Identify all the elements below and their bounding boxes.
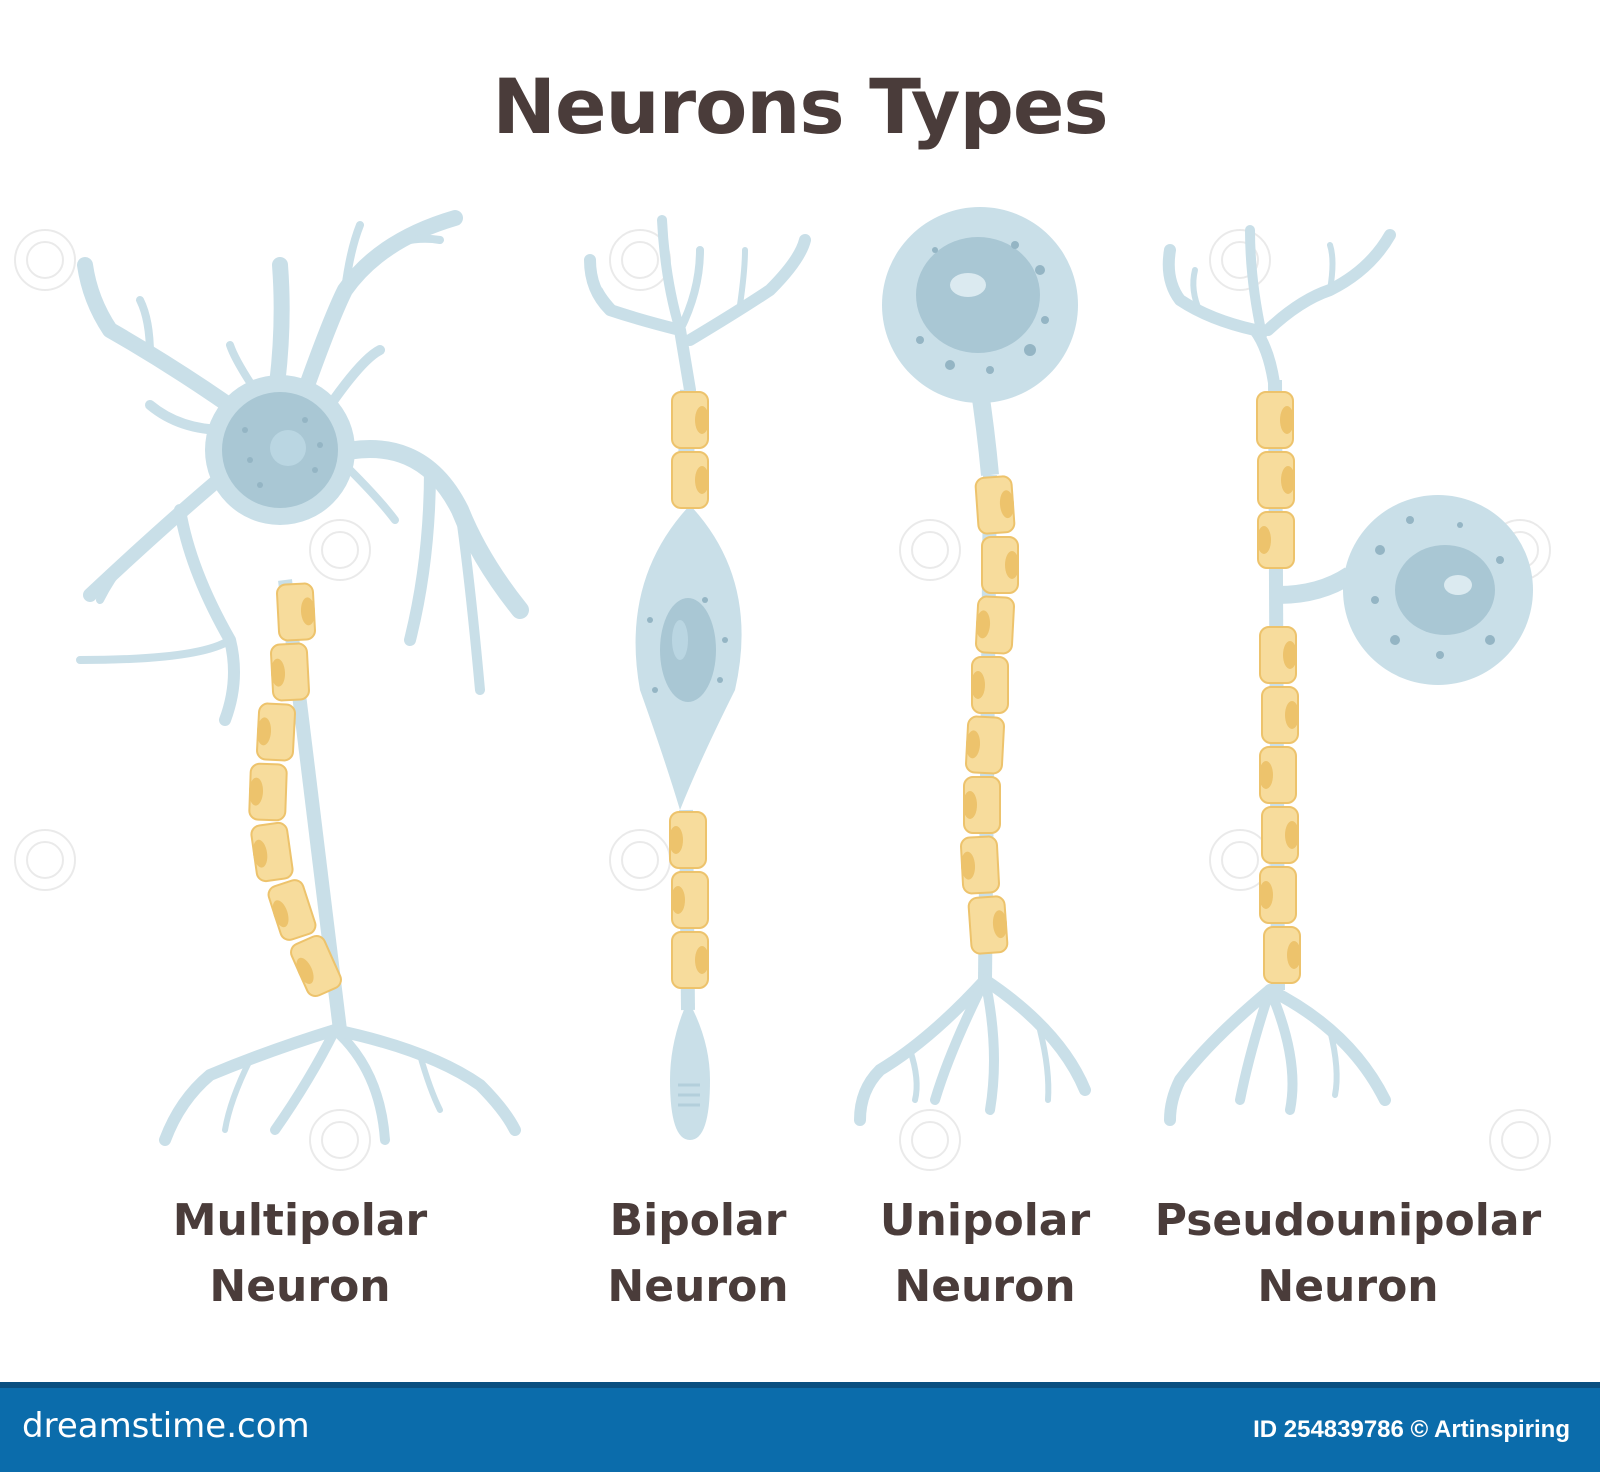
unipolar-neuron [854, 207, 1091, 1126]
bipolar-label: Bipolar Neuron [488, 1188, 908, 1320]
bipolar-label-line2: Neuron [607, 1261, 789, 1312]
pseudounipolar-neuron [1162, 225, 1533, 1126]
multipolar-label-line2: Neuron [209, 1261, 391, 1312]
unipolar-label-line1: Unipolar [879, 1195, 1091, 1246]
multipolar-neuron [76, 210, 529, 1146]
bipolar-neuron [584, 215, 811, 1140]
pseudounipolar-label: Pseudounipolar Neuron [1138, 1188, 1558, 1320]
footer-stripe [0, 1382, 1600, 1388]
neuron-diagram [14, 207, 1551, 1171]
pseudounipolar-label-line2: Neuron [1257, 1261, 1439, 1312]
pseudounipolar-label-line1: Pseudounipolar [1154, 1195, 1542, 1246]
unipolar-label: Unipolar Neuron [775, 1188, 1195, 1320]
multipolar-label: Multipolar Neuron [90, 1188, 510, 1320]
footer-bar: dreamstime.com ID 254839786 © Artinspiri… [0, 1382, 1600, 1472]
unipolar-label-line2: Neuron [894, 1261, 1076, 1312]
image-credit: ID 254839786 © Artinspiring [1253, 1416, 1570, 1443]
multipolar-label-line1: Multipolar [172, 1195, 428, 1246]
bipolar-label-line1: Bipolar [609, 1195, 787, 1246]
page-title: Neurons Types [492, 62, 1108, 151]
brand-logo[interactable]: dreamstime.com [22, 1406, 310, 1446]
